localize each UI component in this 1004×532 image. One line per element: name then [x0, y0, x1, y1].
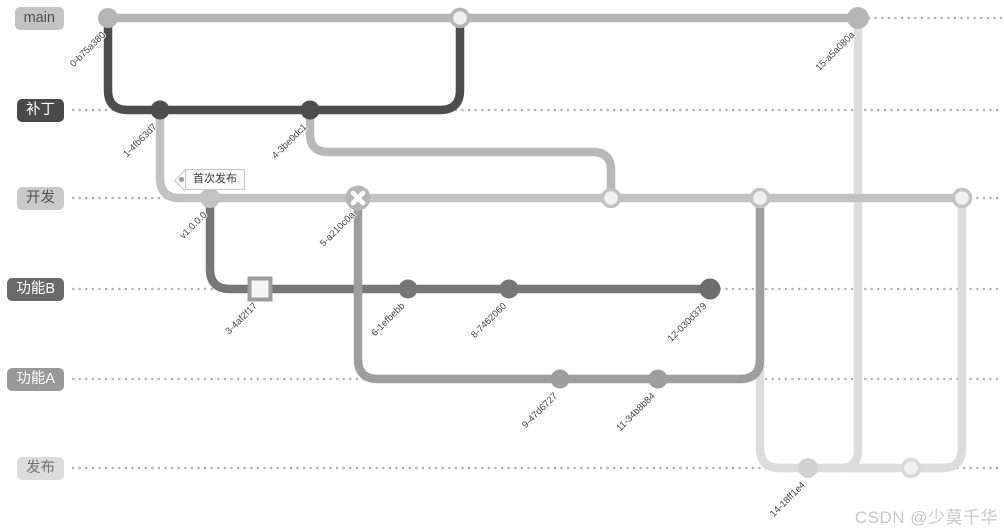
commit-15-a5a080a[interactable]: [847, 7, 869, 29]
commit-11-34b8b84[interactable]: [648, 369, 668, 389]
release-to-main-merge-path: [839, 18, 863, 473]
branch-label-featB: 功能B: [7, 277, 64, 301]
branch-label-patch: 补丁: [17, 98, 64, 122]
watermark-text: CSDN @少莫千华: [854, 508, 998, 527]
commit-nodes: [98, 7, 973, 479]
branch-label-release: 发布: [17, 456, 64, 480]
commit-8-7462060[interactable]: [499, 279, 519, 299]
branch-label-dev: 开发: [17, 186, 64, 210]
commit-9-47d6727[interactable]: [550, 369, 570, 389]
merge-commit[interactable]: [449, 7, 471, 29]
patch-to-dev-merge-path: [305, 110, 616, 198]
dev-branch-path: [155, 110, 962, 203]
branch-label-featA: 功能A: [7, 367, 64, 391]
release-tag: 首次发布: [172, 169, 252, 191]
commit-4-3be0dc1[interactable]: [300, 100, 320, 120]
deleted-cross-icon: [350, 190, 366, 206]
merge-commit[interactable]: [900, 457, 922, 479]
commit-6-1efbebb[interactable]: [398, 279, 418, 299]
commit-3-4af2f17[interactable]: [247, 276, 273, 302]
tag-label: 首次发布: [185, 169, 245, 190]
row-guides: [72, 16, 1002, 470]
patch-branch-path: [103, 18, 465, 115]
merge-commit[interactable]: [951, 187, 973, 209]
commit-v1.0.0.0[interactable]: [200, 188, 220, 208]
tag-hole-icon: [179, 176, 184, 182]
commit-0-b75a380[interactable]: [98, 8, 118, 28]
merge-commit[interactable]: [600, 187, 622, 209]
featB-branch-path: [205, 198, 710, 294]
commit-1-4fb63d7[interactable]: [150, 100, 170, 120]
merge-commit[interactable]: [749, 187, 771, 209]
branch-label-main: main: [14, 6, 64, 30]
commit-12-030d379[interactable]: [699, 278, 721, 300]
release-branch-path: [755, 198, 967, 473]
commit-14-18ff1e4[interactable]: [798, 458, 818, 478]
